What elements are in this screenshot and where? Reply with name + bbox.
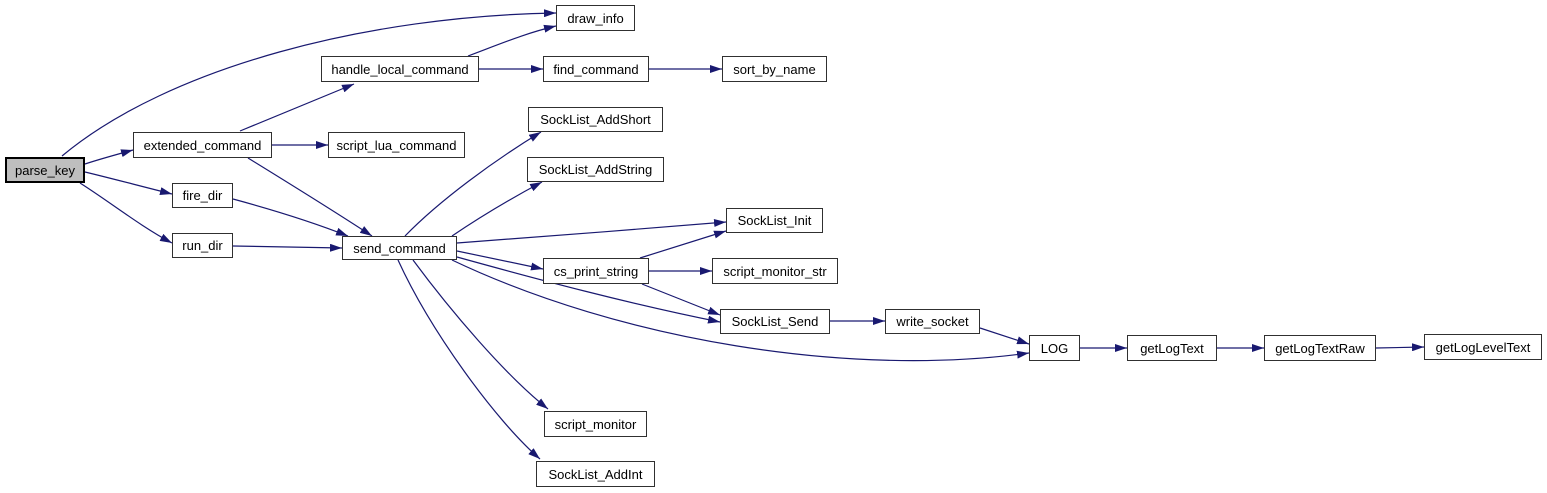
node-script_lua_command[interactable]: script_lua_command [328,132,465,158]
edge-parse_key-extended_command [84,149,134,165]
node-draw_info[interactable]: draw_info [556,5,635,31]
edge-send_command-cs_print_string [456,250,544,271]
edge-parse_key-run_dir [79,182,173,244]
edge-send_command-script_monitor [412,259,549,410]
node-script_monitor_str[interactable]: script_monitor_str [712,258,838,284]
edge-write_socket-LOG [979,327,1030,345]
node-parse_key: parse_key [5,157,85,183]
node-script_monitor[interactable]: script_monitor [544,411,647,437]
edge-send_command-SockList_Init [456,218,727,244]
edge-send_command-SockList_AddString [451,181,543,237]
node-SockList_Init[interactable]: SockList_Init [726,208,823,233]
node-handle_local_command[interactable]: handle_local_command [321,56,479,82]
node-send_command[interactable]: send_command [342,236,457,260]
edge-cs_print_string-SockList_Send [641,283,721,316]
edge-send_command-SockList_Send [456,256,721,324]
node-run_dir[interactable]: run_dir [172,233,233,258]
edge-send_command-LOG [451,259,1030,362]
node-SockList_AddShort[interactable]: SockList_AddShort [528,107,663,132]
node-getLogLevelText[interactable]: getLogLevelText [1424,334,1542,360]
edge-send_command-SockList_AddShort [404,131,542,237]
edge-extended_command-send_command [247,157,373,237]
node-SockList_AddString[interactable]: SockList_AddString [527,157,664,182]
node-fire_dir[interactable]: fire_dir [172,183,233,208]
edge-getLogTextRaw-getLogLevelText [1375,343,1425,352]
node-find_command[interactable]: find_command [543,56,649,82]
edge-run_dir-send_command [232,243,343,252]
edge-parse_key-fire_dir [84,171,173,195]
edge-handle_local_command-draw_info [467,24,557,57]
node-SockList_AddInt[interactable]: SockList_AddInt [536,461,655,487]
node-getLogText[interactable]: getLogText [1127,335,1217,361]
edge-parse_key-draw_info [61,9,557,157]
node-SockList_Send[interactable]: SockList_Send [720,309,830,334]
node-LOG[interactable]: LOG [1029,335,1080,361]
node-extended_command[interactable]: extended_command [133,132,272,158]
node-getLogTextRaw[interactable]: getLogTextRaw [1264,335,1376,361]
edge-send_command-SockList_AddInt [397,259,541,460]
edge-fire_dir-send_command [232,198,349,237]
edge-extended_command-handle_local_command [239,83,355,132]
node-cs_print_string[interactable]: cs_print_string [543,258,649,284]
edge-cs_print_string-SockList_Init [639,230,727,259]
node-sort_by_name[interactable]: sort_by_name [722,56,827,82]
node-write_socket[interactable]: write_socket [885,309,980,334]
